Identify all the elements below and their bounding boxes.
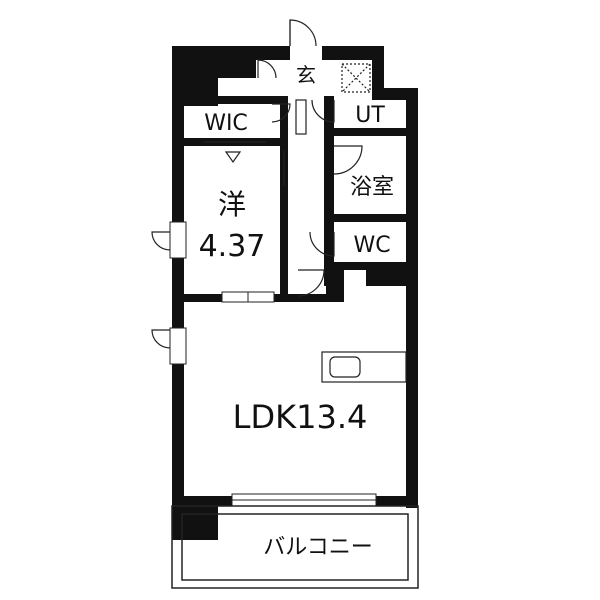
entrance-label: 玄 (296, 63, 316, 87)
left-wall (172, 46, 184, 506)
wc-door-swing (309, 231, 335, 257)
bath-bottom-wall (334, 214, 406, 222)
ldk-label: LDK13.4 (233, 398, 368, 436)
entrance-door-swing (257, 59, 277, 79)
top-wall-left (172, 46, 290, 60)
western-left-window (169, 221, 187, 259)
balcony (171, 505, 419, 589)
wic-arrow-icon (224, 151, 242, 164)
room-labels: 玄 WIC UT 浴室 洋 4.37 WC LDK13.4 バルコニー (199, 63, 394, 560)
top-wall-right (322, 46, 382, 60)
fixtures (204, 63, 407, 383)
ut-bottom-wall (334, 128, 406, 136)
bath-door-swing (333, 145, 363, 175)
wc-bottom-wall (334, 262, 406, 270)
kitchen-sink (329, 356, 361, 378)
right-wall (406, 88, 418, 508)
ldk-pillar-1 (326, 270, 344, 302)
wic-door-swing (271, 103, 291, 123)
bath-label: 浴室 (350, 175, 394, 200)
right-upper-wall (372, 46, 384, 90)
outer-walls (172, 46, 418, 540)
wic-label: WIC (204, 111, 248, 136)
western-window-swing (151, 231, 171, 251)
ldk-window-swing (151, 329, 171, 349)
western-right-wall (280, 96, 288, 302)
bottom-wall-left (172, 496, 232, 506)
shoe-cabinet (295, 99, 307, 135)
western-room-size: 4.37 (199, 229, 266, 264)
ut-door-swing (311, 99, 335, 123)
wc-label: WC (353, 233, 390, 258)
balcony-label: バルコニー (263, 535, 373, 560)
entrance-inner-wall (216, 60, 256, 78)
front-door-swing (289, 19, 317, 47)
ldk-pillar-2 (366, 270, 406, 286)
washer-space (341, 63, 371, 93)
wic-top-wall (184, 96, 284, 104)
ldk-door-swing (297, 269, 325, 297)
bottom-wall-right (376, 496, 418, 506)
ut-label: UT (355, 103, 385, 128)
kitchen-counter (321, 351, 407, 383)
door-swings (151, 19, 363, 349)
wet-area-left-wall (324, 96, 334, 286)
western-room-name: 洋 (218, 188, 246, 221)
ldk-left-window (169, 327, 187, 365)
